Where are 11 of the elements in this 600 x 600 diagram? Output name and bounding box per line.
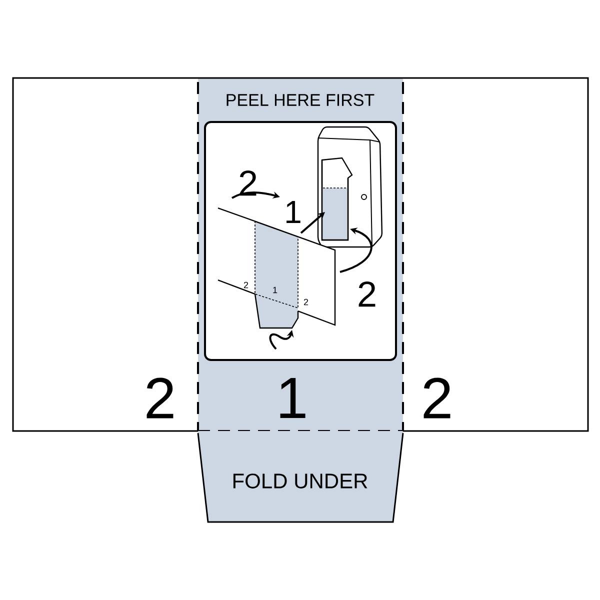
node-label: 1 [280, 378, 306, 418]
step-number: 2 [244, 282, 248, 288]
node-label: FOLD UNDER [233, 474, 368, 488]
label-panel: 2 [403, 77, 589, 432]
step-number: 1 [286, 201, 300, 224]
step-number: 2 [358, 281, 376, 307]
step-number: 2 [304, 298, 308, 306]
node-label: PEEL HERE FIRST [226, 94, 374, 106]
step-number: 1 [273, 286, 278, 294]
label-panel: 2 [12, 77, 198, 432]
fold-tab: FOLD UNDER [197, 431, 404, 523]
